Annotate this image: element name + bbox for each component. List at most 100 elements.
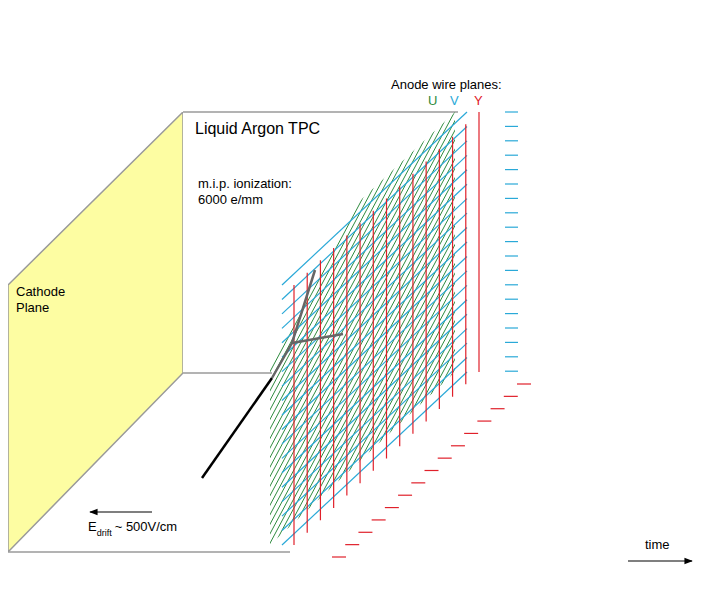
u-wire xyxy=(253,0,641,610)
readout-dash xyxy=(504,396,518,397)
field-subscript: drift xyxy=(97,529,112,539)
drift-arrow xyxy=(90,511,152,512)
readout-dash xyxy=(505,227,518,228)
y-wire xyxy=(399,186,400,446)
y-wire xyxy=(373,211,374,471)
y-wires xyxy=(294,112,479,545)
u-wire xyxy=(284,0,673,584)
u-wire xyxy=(345,0,725,527)
readout-dash xyxy=(505,313,518,314)
y-wire xyxy=(320,260,321,520)
y-wire xyxy=(439,149,440,409)
readout-dash xyxy=(505,111,518,112)
readout-dash xyxy=(411,482,425,483)
readout-dash xyxy=(505,183,518,184)
readout-dash xyxy=(517,383,531,384)
readout-dash xyxy=(505,140,518,141)
tpc-title: Liquid Argon TPC xyxy=(195,119,320,139)
u-wire xyxy=(192,0,581,610)
u-wire xyxy=(294,0,683,575)
u-wire xyxy=(152,0,540,610)
ionization-note: m.i.p. ionization: 6000 e/mm xyxy=(198,176,316,209)
axis-label: time xyxy=(645,538,670,552)
readout-dash xyxy=(505,284,518,285)
y-wire xyxy=(307,273,308,533)
readout-dash xyxy=(505,212,518,213)
readout-dash xyxy=(398,495,412,496)
u-wire xyxy=(182,0,571,610)
y-wire xyxy=(386,199,387,459)
plane-name: Cathode Plane xyxy=(16,284,76,317)
y-wire xyxy=(412,174,413,434)
readout-dash xyxy=(505,241,518,242)
readout-dash xyxy=(505,371,518,372)
y-wire xyxy=(333,248,334,508)
y-readout xyxy=(332,384,531,557)
field-value: ~ 500V/cm xyxy=(115,520,178,534)
readout-dash xyxy=(505,155,518,156)
plane-name: Y xyxy=(474,94,483,108)
u-wire xyxy=(487,0,725,394)
u-wire xyxy=(172,0,561,610)
y-wire xyxy=(465,124,466,384)
u-wire xyxy=(162,0,551,610)
u-wire xyxy=(406,0,725,470)
plane-outline xyxy=(8,112,183,552)
readout-dash xyxy=(358,532,372,533)
readout-dash xyxy=(464,433,478,434)
tpc-volume: Liquid Argon TPC m.i.p. ionization: 6000 … xyxy=(183,112,455,373)
readout-dash xyxy=(505,270,518,271)
u-wire xyxy=(437,0,725,441)
readout-dash xyxy=(505,342,518,343)
u-wire xyxy=(457,0,725,422)
box-edge xyxy=(183,111,458,113)
u-wire xyxy=(396,0,725,479)
u-wire xyxy=(508,0,725,375)
u-wire xyxy=(426,0,725,451)
readout-dash xyxy=(372,519,386,520)
box-edge xyxy=(8,551,290,553)
u-wire xyxy=(477,0,725,403)
u-wire xyxy=(386,0,725,489)
u-wire xyxy=(498,0,725,384)
particle-track xyxy=(292,334,343,343)
u-wire xyxy=(325,0,714,546)
u-wire xyxy=(131,0,520,610)
readout-dash xyxy=(345,544,359,545)
u-wire xyxy=(141,0,530,610)
u-wire xyxy=(314,0,703,555)
v-readout xyxy=(505,112,518,371)
u-wire xyxy=(243,0,632,610)
plane-heading: Anode wire planes: xyxy=(391,78,502,92)
y-wire xyxy=(452,137,453,397)
readout-dash xyxy=(425,470,439,471)
cathode-plane: Cathode Plane xyxy=(8,112,183,552)
particle-track xyxy=(272,270,315,378)
u-wire xyxy=(264,0,653,603)
u-wire xyxy=(274,0,663,594)
u-wire xyxy=(467,0,725,413)
v-wires xyxy=(282,112,467,545)
u-wire xyxy=(365,0,725,508)
u-wire xyxy=(416,0,725,460)
u-wire xyxy=(518,0,725,365)
readout-dash xyxy=(505,255,518,256)
readout-dash xyxy=(477,420,491,421)
y-wire xyxy=(346,236,347,496)
field-symbol: E xyxy=(88,520,97,534)
plane-fill xyxy=(8,112,183,552)
readout-dash xyxy=(505,299,518,300)
plane-name: U xyxy=(428,94,437,108)
y-wire xyxy=(426,161,427,421)
readout-dash xyxy=(332,556,346,557)
u-wire xyxy=(447,0,725,432)
readout-dash xyxy=(491,408,505,409)
readout-dash xyxy=(505,356,518,357)
readout-dash xyxy=(438,458,452,459)
readout-dash xyxy=(505,198,518,199)
readout-dash xyxy=(505,126,518,127)
box-edge xyxy=(183,372,272,374)
readout-dash xyxy=(505,327,518,328)
readout-dash xyxy=(451,445,465,446)
readout-dash xyxy=(505,169,518,170)
